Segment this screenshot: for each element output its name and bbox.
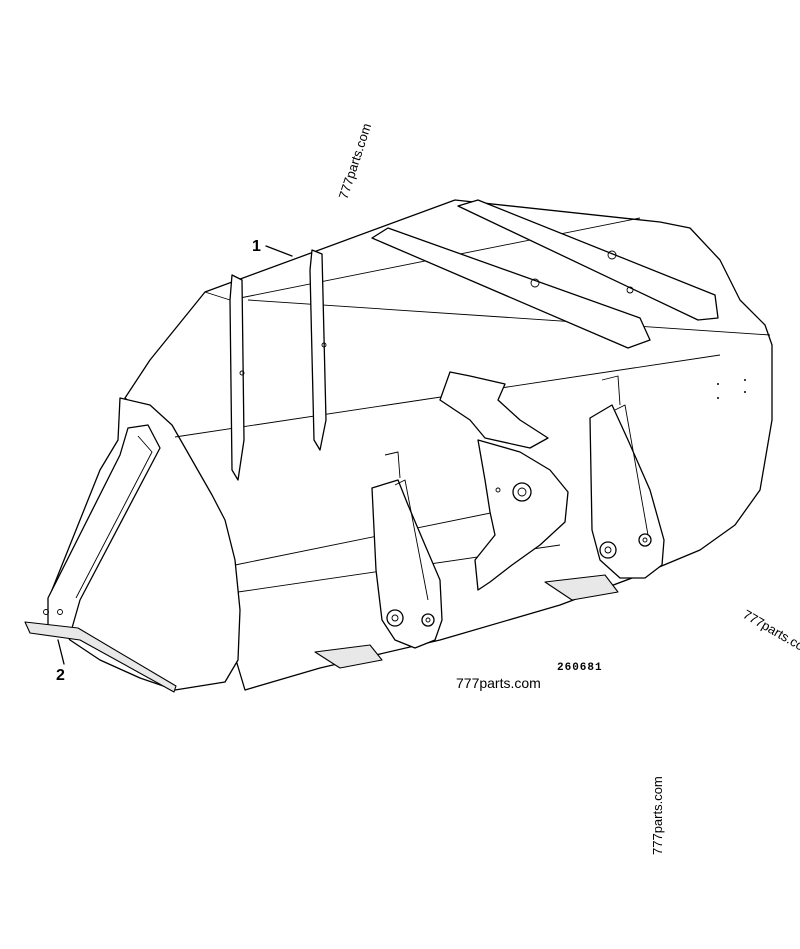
side-cutting-edge [24, 621, 177, 693]
callout-label-2: 2 [56, 667, 65, 684]
loader-bucket-drawing [24, 199, 773, 693]
right-mounting-bracket [589, 404, 665, 579]
watermark-center: 777parts.com [456, 675, 541, 691]
center-lug-plate [439, 371, 549, 449]
center-mounting-bracket [474, 439, 569, 591]
watermark-vertical-bottom: 777parts.com [650, 776, 665, 855]
callout-1: 1 [252, 238, 293, 257]
drawing-number: 260681 [557, 662, 603, 674]
top-bracket-right [457, 199, 719, 321]
rib-left [229, 274, 245, 481]
left-mounting-bracket [371, 479, 443, 649]
watermark-right-edge: 777parts.co [741, 607, 800, 654]
top-bracket-left [371, 227, 651, 349]
callout-2: 2 [56, 639, 65, 684]
bottom-wear-plate-left [314, 644, 383, 669]
callout-label-1: 1 [252, 238, 261, 255]
leader-line-1 [265, 245, 293, 257]
bottom-wear-plate-right [544, 574, 619, 601]
watermark-rotated-top: 777parts.com [336, 121, 375, 201]
leader-line-2 [57, 639, 65, 665]
rib-right [309, 249, 327, 451]
